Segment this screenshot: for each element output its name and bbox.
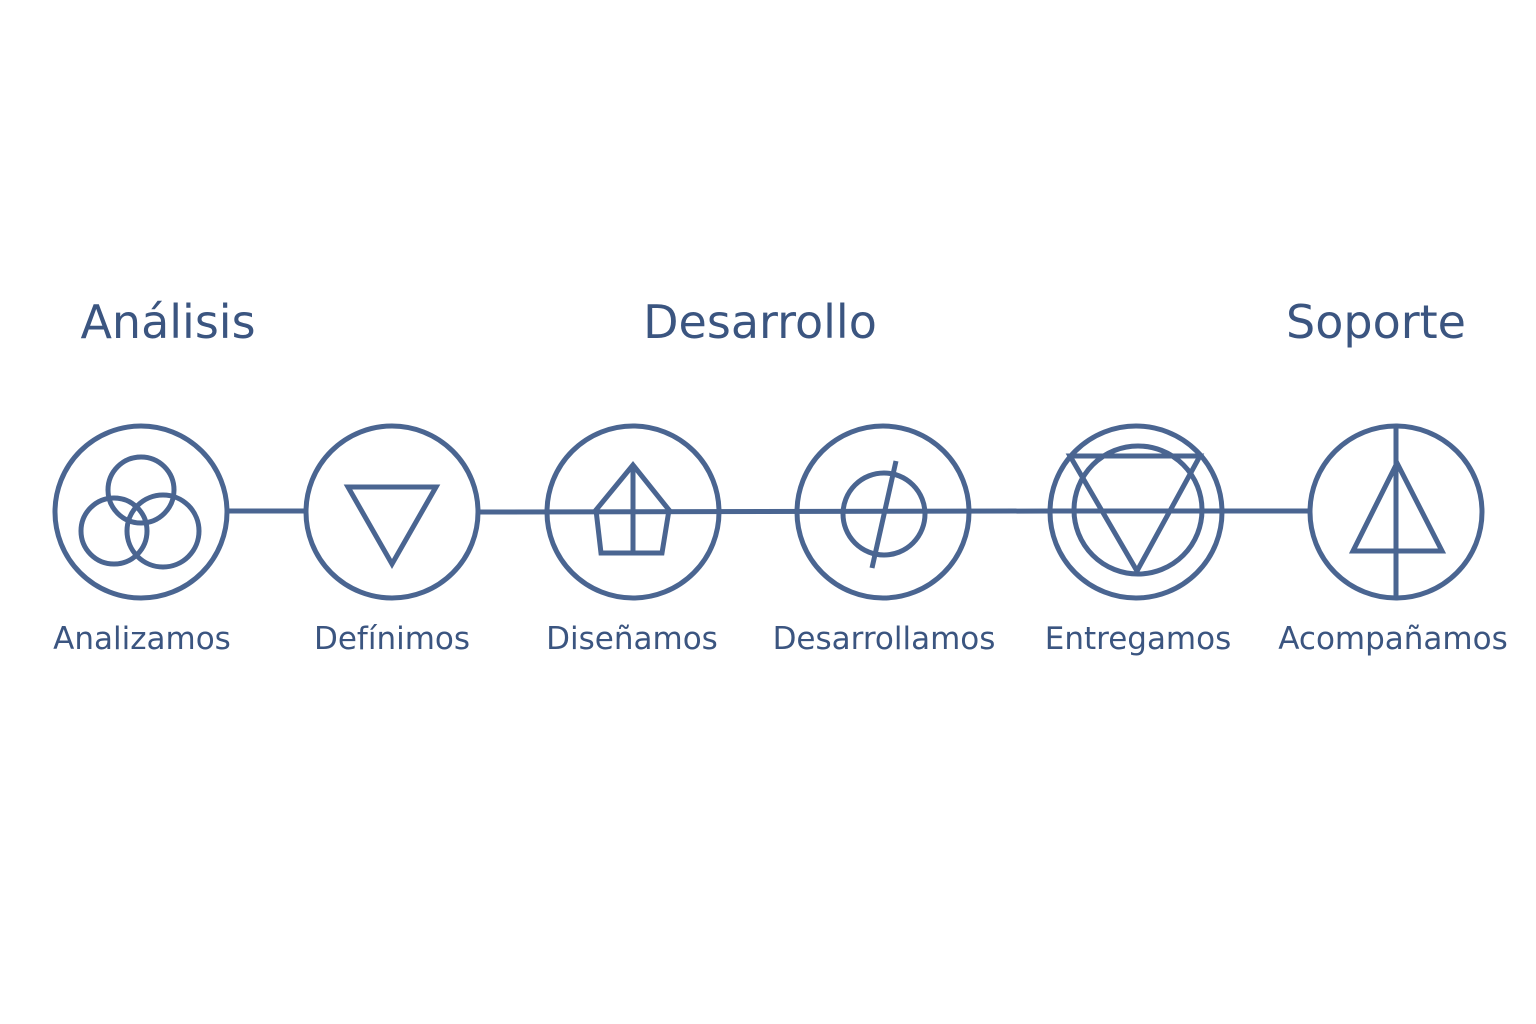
step-analizamos (52, 423, 230, 601)
step-label-acompanamos: Acompañamos (1278, 621, 1508, 657)
slashed-circle-icon (840, 460, 928, 569)
step-desarrollamos (794, 423, 972, 601)
step-circle (303, 423, 481, 601)
step-label-analizamos: Analizamos (53, 621, 231, 657)
step-definimos (303, 423, 481, 601)
arrow-triangle-icon (1348, 426, 1447, 598)
connector-lines (227, 508, 1311, 515)
pentagon-house-icon (593, 461, 672, 556)
step-circle (52, 423, 230, 601)
step-label-entregamos: Entregamos (1045, 621, 1232, 657)
step-label-definimos: Defínimos (314, 621, 470, 657)
step-label-disenamos: Diseñamos (546, 621, 718, 657)
phase-label-analisis: Análisis (80, 295, 255, 349)
step-circle (794, 423, 972, 601)
step-disenamos (544, 423, 722, 601)
phase-label-desarrollo: Desarrollo (643, 295, 877, 349)
step-entregamos (1047, 423, 1225, 601)
inverted-triangle-icon (343, 484, 441, 570)
step-label-desarrollamos: Desarrollamos (773, 621, 996, 657)
connector-2-6 (476, 508, 1053, 515)
step-circle (544, 423, 722, 601)
triangle-in-circle-icon (1052, 443, 1222, 577)
step-acompanamos (1307, 423, 1485, 601)
three-circles-icon (78, 454, 202, 570)
phase-label-soporte: Soporte (1286, 295, 1466, 349)
